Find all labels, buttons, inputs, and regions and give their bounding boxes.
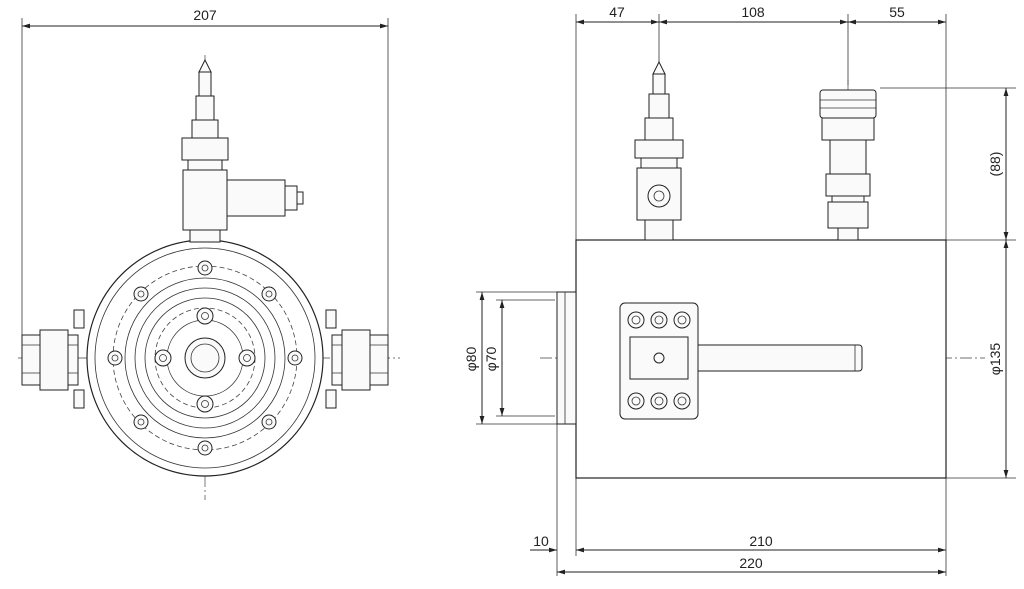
side-view: 47 108 55 (88) φ135 φ80 φ70 <box>463 4 1016 576</box>
dim-220-label: 220 <box>739 555 763 571</box>
dim-88-label: (88) <box>987 152 1003 177</box>
dim-55-label: 55 <box>889 4 905 20</box>
inner-bolt-circle <box>154 307 256 413</box>
outer-bolt-circle <box>107 260 303 456</box>
dim-10-label: 10 <box>533 533 549 549</box>
front-view: 207 <box>18 7 400 500</box>
dim-210-label: 210 <box>749 533 773 549</box>
quick-coupler <box>819 89 877 241</box>
dim-phi135-label: φ135 <box>987 343 1003 376</box>
dim-phi80-label: φ80 <box>463 346 479 371</box>
dim-47-label: 47 <box>609 4 625 20</box>
left-dimensions: φ80 φ70 <box>463 291 565 425</box>
dimension-207: 207 <box>21 7 389 340</box>
right-mounting-lug <box>325 309 389 409</box>
bottom-dimensions: 10 210 220 <box>530 424 947 576</box>
dim-207-label: 207 <box>193 7 217 23</box>
clamp-block <box>619 302 699 420</box>
dim-108-label: 108 <box>741 4 765 20</box>
left-mounting-lug <box>21 309 85 409</box>
dim-phi70-label: φ70 <box>483 346 499 371</box>
top-dimensions: 47 108 55 <box>575 4 947 240</box>
right-dimensions: (88) φ135 <box>880 87 1016 479</box>
front-valve-fitting <box>181 58 304 243</box>
side-valve-fitting <box>634 60 684 241</box>
